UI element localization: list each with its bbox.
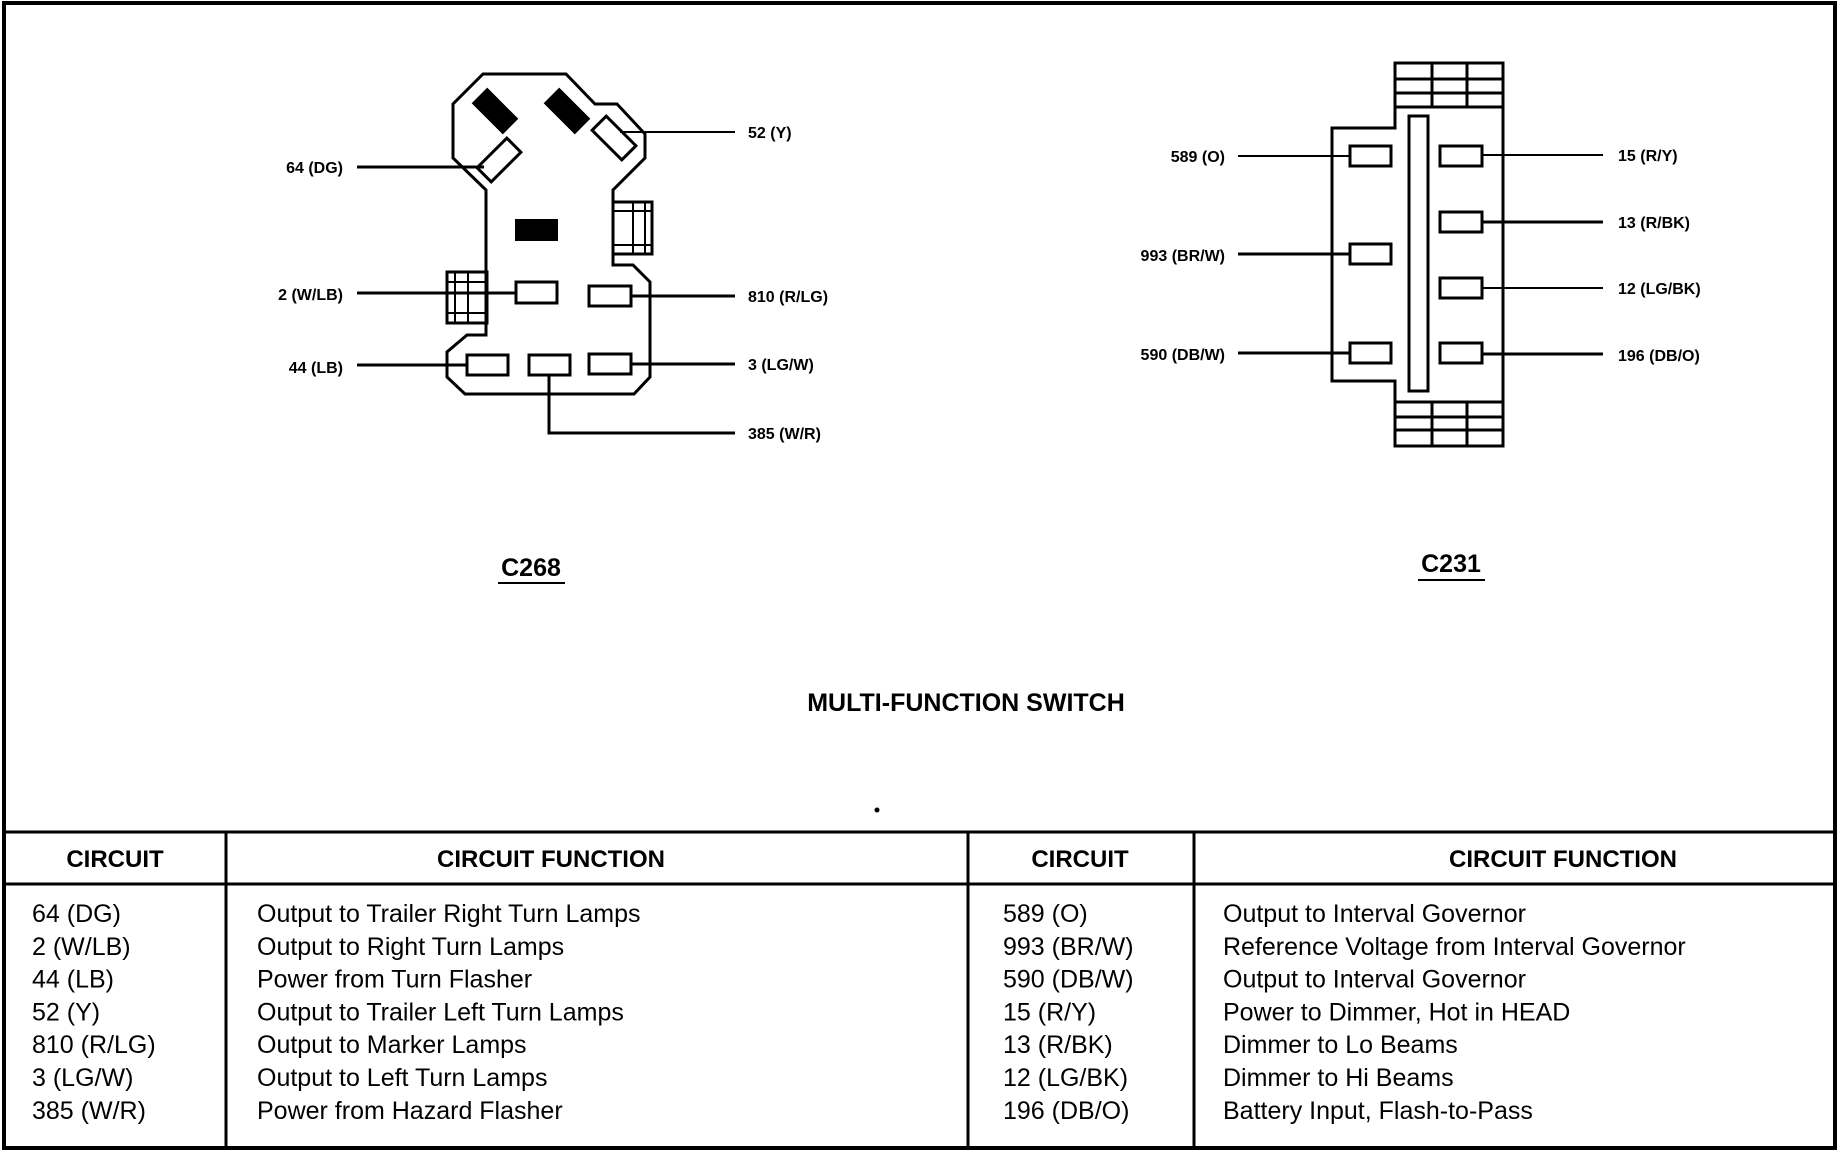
table-cell-circuit: 2 (W/LB) <box>32 933 131 961</box>
table-cell-function: Output to Trailer Right Turn Lamps <box>257 900 641 928</box>
c231-label-993: 993 (BR/W) <box>1141 248 1225 265</box>
table-header-circuit-right: CIRCUIT <box>1031 846 1129 873</box>
c268-key-block-1 <box>471 87 519 135</box>
c268-pin-64 <box>474 135 524 185</box>
c268-label-44: 44 (LB) <box>289 360 343 377</box>
table-cell-circuit: 810 (R/LG) <box>32 1031 156 1059</box>
c231-label-590: 590 (DB/W) <box>1141 347 1225 364</box>
c268-key-block-center <box>515 219 558 241</box>
c268-pin-2 <box>514 280 559 305</box>
connector-c268: 64 (DG) 52 (Y) 2 (W/LB) 810 (R/LG) 44 (L… <box>278 72 828 584</box>
c231-pin-590 <box>1348 341 1393 365</box>
c231-label-589: 589 (O) <box>1171 149 1225 166</box>
table-cell-circuit: 993 (BR/W) <box>1003 933 1134 961</box>
diagram-title: MULTI-FUNCTION SWITCH <box>807 689 1125 717</box>
c231-label-196: 196 (DB/O) <box>1618 348 1700 365</box>
table-cell-circuit: 3 (LG/W) <box>32 1064 133 1092</box>
table-cell-function: Output to Interval Governor <box>1223 966 1526 994</box>
table-cell-circuit: 589 (O) <box>1003 900 1088 928</box>
c268-label-64: 64 (DG) <box>286 160 343 177</box>
c231-pin-13 <box>1438 210 1484 234</box>
table-cell-function: Dimmer to Lo Beams <box>1223 1031 1458 1059</box>
c268-pin-52 <box>589 113 639 163</box>
table-cell-function: Output to Interval Governor <box>1223 900 1526 928</box>
c268-label-3: 3 (LG/W) <box>748 357 814 374</box>
table-cell-function: Reference Voltage from Interval Governor <box>1223 933 1686 961</box>
table-cell-circuit: 590 (DB/W) <box>1003 966 1134 994</box>
c268-label-52: 52 (Y) <box>748 125 792 142</box>
table-cell-function: Output to Marker Lamps <box>257 1031 527 1059</box>
circuit-table: CIRCUIT CIRCUIT FUNCTION CIRCUIT CIRCUIT… <box>4 830 1836 1150</box>
c268-leader-385 <box>547 375 735 435</box>
table-cell-circuit: 15 (R/Y) <box>1003 998 1096 1026</box>
c268-label-810: 810 (R/LG) <box>748 289 828 306</box>
c231-label-13: 13 (R/BK) <box>1618 215 1690 232</box>
table-rows: 64 (DG) Output to Trailer Right Turn Lamp… <box>32 900 1686 1125</box>
c231-pin-12 <box>1438 276 1484 300</box>
c268-pin-810 <box>587 284 633 308</box>
c268-pin-44 <box>465 353 510 377</box>
c231-bottom-latch-grid <box>1393 400 1505 448</box>
c231-pin-15 <box>1438 144 1484 168</box>
c231-label-12: 12 (LG/BK) <box>1618 281 1701 298</box>
stray-dot <box>874 807 880 813</box>
c268-label-2: 2 (W/LB) <box>278 287 343 304</box>
c231-title: C231 <box>1421 550 1481 578</box>
c231-pin-196 <box>1438 341 1484 365</box>
c268-pin-385 <box>527 353 572 377</box>
c231-pin-993 <box>1348 242 1393 266</box>
table-cell-function: Output to Right Turn Lamps <box>257 933 564 961</box>
table-cell-function: Power from Turn Flasher <box>257 966 532 994</box>
table-cell-circuit: 385 (W/R) <box>32 1097 146 1125</box>
table-cell-function: Battery Input, Flash-to-Pass <box>1223 1097 1533 1125</box>
table-cell-circuit: 52 (Y) <box>32 998 100 1026</box>
table-header-function-right: CIRCUIT FUNCTION <box>1449 846 1677 873</box>
table-cell-function: Dimmer to Hi Beams <box>1223 1064 1454 1092</box>
c231-label-15: 15 (R/Y) <box>1618 148 1678 165</box>
c268-key-block-2 <box>543 87 591 135</box>
table-cell-circuit: 44 (LB) <box>32 966 114 994</box>
c231-pin-589 <box>1348 144 1393 168</box>
c231-housing-outline <box>1330 105 1505 404</box>
table-cell-function: Power from Hazard Flasher <box>257 1097 563 1125</box>
connector-c231: 589 (O) 993 (BR/W) 590 (DB/W) 15 (R/Y) 1… <box>1141 61 1701 581</box>
c268-label-385: 385 (W/R) <box>748 426 821 443</box>
table-cell-function: Output to Trailer Left Turn Lamps <box>257 998 624 1026</box>
table-cell-function: Output to Left Turn Lamps <box>257 1064 547 1092</box>
c268-title: C268 <box>501 554 561 582</box>
c268-left-latch-grid <box>445 270 489 325</box>
c268-housing-outline <box>445 72 652 396</box>
table-cell-circuit: 196 (DB/O) <box>1003 1097 1129 1125</box>
c268-pin-3 <box>587 352 633 376</box>
c231-center-bar <box>1407 114 1430 393</box>
table-cell-circuit: 13 (R/BK) <box>1003 1031 1113 1059</box>
table-header-circuit-left: CIRCUIT <box>66 846 164 873</box>
table-header-function-left: CIRCUIT FUNCTION <box>437 846 665 873</box>
c231-top-latch-grid <box>1393 61 1505 109</box>
table-cell-function: Power to Dimmer, Hot in HEAD <box>1223 998 1570 1026</box>
table-cell-circuit: 12 (LG/BK) <box>1003 1064 1128 1092</box>
table-cell-circuit: 64 (DG) <box>32 900 121 928</box>
c268-right-latch-grid <box>611 200 654 256</box>
